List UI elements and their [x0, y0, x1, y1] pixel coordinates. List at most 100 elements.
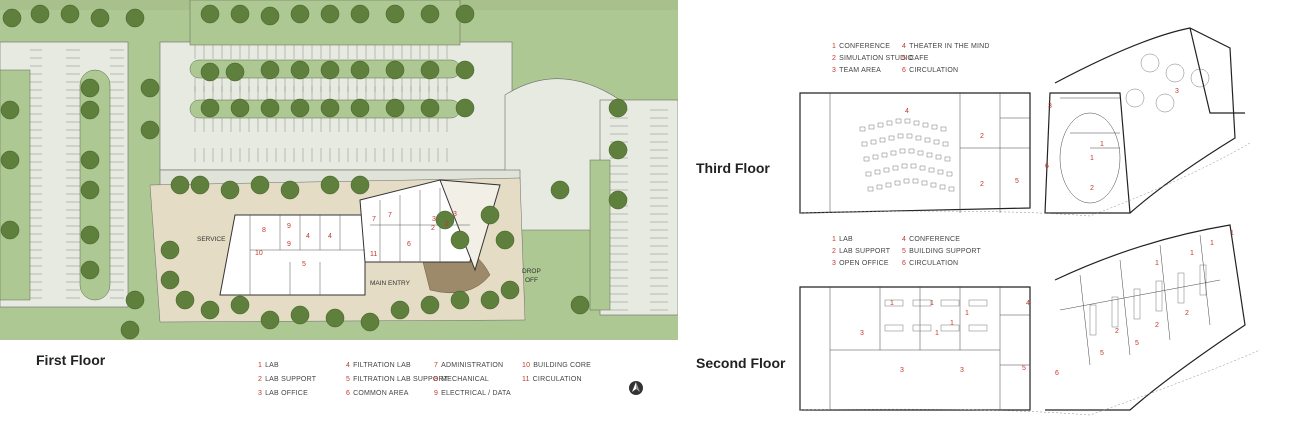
third-floor-furniture	[859, 53, 1210, 192]
tree-icon	[450, 290, 470, 310]
tree-icon	[140, 120, 160, 140]
tree-icon	[200, 98, 220, 118]
room-number: 11	[370, 251, 377, 258]
legend-number: 1	[832, 43, 837, 50]
room-number: 7	[372, 216, 376, 223]
tree-icon	[290, 4, 310, 24]
tree-icon	[420, 60, 440, 80]
tree-icon	[80, 225, 100, 245]
legend-number: 1	[832, 236, 837, 243]
legend-number: 4	[346, 362, 351, 369]
room-number: 5	[1100, 350, 1104, 357]
legend-label: CIRCULATION	[532, 376, 582, 383]
legend-number: 3	[258, 390, 263, 397]
tree-icon	[360, 312, 380, 332]
tree-icon	[190, 175, 210, 195]
label-drop: DROP	[522, 268, 541, 275]
legend-label: BUILDING SUPPORT	[909, 248, 982, 255]
legend-label: BUILDING CORE	[533, 362, 592, 369]
tree-icon	[320, 98, 340, 118]
tree-icon	[350, 175, 370, 195]
tree-icon	[200, 300, 220, 320]
tree-icon	[140, 78, 160, 98]
north-arrow-icon	[629, 381, 643, 395]
room-number: 1	[1210, 240, 1214, 247]
legend-number: 4	[902, 236, 907, 243]
tree-icon	[0, 150, 20, 170]
tree-icon	[385, 4, 405, 24]
legend-number: 7	[434, 362, 439, 369]
room-number: 3	[860, 330, 864, 337]
trees	[0, 4, 628, 340]
tree-icon	[320, 4, 340, 24]
legend-number: 2	[832, 248, 837, 255]
room-number: 9	[287, 241, 291, 248]
tree-icon	[420, 4, 440, 24]
room-number: 6	[1045, 163, 1049, 170]
legend-label: CIRCULATION	[909, 260, 959, 267]
tree-icon	[60, 4, 80, 24]
legend-number: 6	[902, 67, 907, 74]
tree-icon	[260, 98, 280, 118]
tree-icon	[90, 8, 110, 28]
legend-number: 5	[346, 376, 351, 383]
tree-icon	[225, 62, 245, 82]
legend-label: TEAM AREA	[839, 67, 881, 74]
tree-icon	[420, 295, 440, 315]
tree-icon	[160, 240, 180, 260]
room-number: 1	[1230, 230, 1234, 237]
room-number: 9	[287, 223, 291, 230]
second-floor-outline	[799, 286, 1031, 411]
legend-label: FILTRATION LAB	[353, 362, 411, 369]
legend-number: 3	[832, 260, 837, 267]
room-number: 4	[905, 108, 909, 115]
legend-number: 5	[902, 55, 907, 62]
room-number: 5	[1015, 178, 1019, 185]
tree-icon	[435, 210, 455, 230]
legend-number: 9	[434, 390, 439, 397]
room-number: 3	[900, 367, 904, 374]
tree-icon	[290, 98, 310, 118]
legend-label: MECHANICAL	[441, 376, 489, 383]
legend-number: 2	[832, 55, 837, 62]
legend-number: 6	[346, 390, 351, 397]
legend-number: 3	[832, 67, 837, 74]
tree-icon	[260, 310, 280, 330]
room-number: 1	[930, 300, 934, 307]
tree-icon	[230, 295, 250, 315]
interior-walls	[249, 188, 470, 295]
room-number: 6	[1055, 370, 1059, 377]
tree-icon	[550, 180, 570, 200]
second-floor-title: Second Floor	[696, 355, 786, 371]
tree-icon	[125, 8, 145, 28]
room-number: 2	[445, 221, 449, 228]
tree-icon	[220, 180, 240, 200]
tree-icon	[80, 100, 100, 120]
third-floor-title: Third Floor	[696, 160, 770, 176]
legend-number: 1	[258, 362, 263, 369]
tree-icon	[260, 60, 280, 80]
legend-label: COMMON AREA	[353, 390, 409, 397]
tree-icon	[30, 4, 50, 24]
room-number: 8	[262, 227, 266, 234]
tree-icon	[455, 98, 475, 118]
